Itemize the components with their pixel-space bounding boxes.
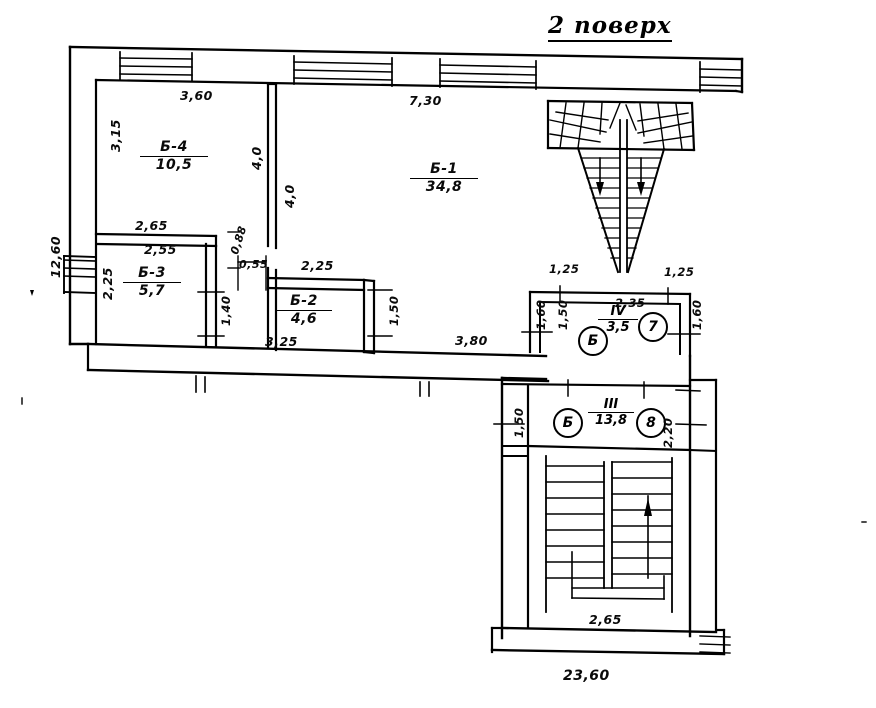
dimension-stair-right-offset: 1,25 — [664, 265, 695, 279]
room-number-b-1: Б-1 — [430, 161, 458, 177]
dimension-overall-left: 12,60 — [48, 235, 63, 278]
room-number-b-3: Б-3 — [138, 265, 166, 281]
dimension-b4-right-inner: 4,0 — [249, 146, 264, 170]
dimension-overall-bottom: 23,60 — [563, 668, 610, 684]
dimension-top-right-span: 7,30 — [409, 93, 442, 108]
dimension-door-b3: 0,55 — [239, 258, 269, 271]
dimension-b3-right: 1,40 — [219, 295, 233, 326]
dimension-iv-left-inner: 1,50 — [556, 299, 570, 330]
marker-5: Б — [553, 408, 583, 438]
dimension-iv-left-outer: 1,60 — [534, 299, 548, 330]
dimension-iv-top: 2,35 — [615, 296, 646, 310]
dimension-b2-bottom: 3,25 — [265, 334, 298, 349]
dimension-iii-right: 2,20 — [661, 417, 675, 448]
room-number-b-4: Б-4 — [160, 139, 188, 155]
common-area-iv-roman: IV — [610, 304, 626, 319]
common-area-iii-value: 13,8 — [588, 411, 634, 428]
dimension-top-left-span: 3,60 — [180, 88, 213, 103]
dimension-b4-left: 3,15 — [108, 119, 123, 152]
room-area-b-2: 4,6 — [276, 309, 332, 327]
dimension-b4-right-outer: 4,0 — [282, 184, 297, 208]
room-area-b-3: 5,7 — [123, 281, 181, 299]
room-label-b-1: Б-1 34,8 — [410, 162, 478, 194]
dimension-b2-right: 1,50 — [387, 295, 401, 326]
room-label-b-2: Б-2 4,6 — [276, 294, 332, 326]
marker-7: 7 — [638, 312, 668, 342]
room-label-b-3: Б-3 5,7 — [123, 266, 181, 298]
dimension-iv-right: 1,60 — [690, 299, 704, 330]
marker-8: 8 — [636, 408, 666, 438]
dimension-b3-left: 2,25 — [100, 267, 115, 300]
dimension-b4-bottom-outer: 2,65 — [135, 218, 168, 233]
dimension-corridor-bottom: 3,80 — [455, 333, 488, 348]
room-area-b-1: 34,8 — [410, 177, 478, 195]
room-number-b-2: Б-2 — [290, 293, 318, 309]
dimension-b3-top: 2,55 — [144, 242, 177, 257]
dimension-b2-top: 2,25 — [301, 258, 334, 273]
dimension-stair-left-offset: 1,25 — [549, 262, 580, 276]
drawing-title: 2 поверх — [548, 12, 672, 42]
common-area-iii: III 13,8 — [588, 398, 634, 427]
common-area-iii-roman: III — [603, 397, 619, 412]
common-area-iv-value: 3,5 — [598, 318, 638, 335]
dimension-lower-stair-width: 2,65 — [589, 612, 622, 627]
common-area-iv: IV 3,5 — [598, 305, 638, 334]
dimension-iii-left: 1,50 — [512, 407, 526, 438]
room-label-b-4: Б-4 10,5 — [140, 140, 208, 172]
room-area-b-4: 10,5 — [140, 155, 208, 173]
marker-6: Б — [578, 326, 608, 356]
